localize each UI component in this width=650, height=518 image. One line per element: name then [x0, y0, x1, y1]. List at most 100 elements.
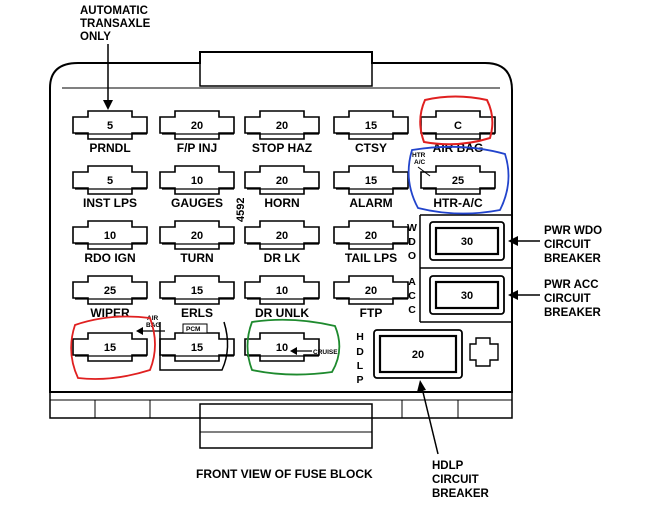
- fuse-label: PRNDL: [89, 141, 130, 155]
- pwr-wdo-line-3: BREAKER: [544, 253, 602, 265]
- pcm-marker-box: [182, 323, 208, 334]
- breaker-side-letter: C: [408, 290, 416, 302]
- fuse-label: HORN: [264, 196, 299, 210]
- breaker-side-letter: A: [408, 276, 416, 288]
- breaker-inner: [378, 334, 458, 374]
- breaker-rating: 20: [412, 349, 424, 361]
- green-highlight-dr-unlk: [246, 318, 341, 376]
- hdlp-breaker-line-2: CIRCUIT: [432, 474, 479, 486]
- fuse-body: [244, 275, 320, 305]
- fuse-body: [244, 220, 320, 250]
- automatic-transaxle-line-3: ONLY: [80, 31, 111, 43]
- blue-highlight-htr-ac: [407, 145, 510, 215]
- fuse-rating: 15: [365, 175, 377, 187]
- red-highlight-air-bag: [419, 95, 494, 146]
- fuse-rating: 20: [191, 120, 203, 132]
- fuse-rating: 20: [276, 230, 288, 242]
- hdlp-breaker-line-3: BREAKER: [432, 488, 490, 500]
- air-bag-arrow-head: [136, 327, 143, 335]
- relay-connector-body: [469, 337, 499, 367]
- fuse-body: [72, 275, 148, 305]
- pwr-wdo-line-1: PWR WDO: [544, 225, 602, 237]
- red-highlight-wiper-row: [70, 315, 156, 380]
- fuse-rating: 10: [276, 342, 288, 354]
- fuse-label: ALARM: [349, 196, 392, 210]
- breaker-side-letter: L: [357, 360, 364, 372]
- hdlp-arrow-line: [421, 387, 439, 455]
- fuse-label: F/P INJ: [177, 141, 217, 155]
- fuse-body: [420, 110, 496, 140]
- fuse-body: [159, 275, 235, 305]
- breaker-side-letter: D: [356, 346, 364, 358]
- cruise-arrow-head: [290, 347, 297, 355]
- fuse-body: [159, 165, 235, 195]
- fuse-rating: C: [454, 120, 462, 132]
- fuse-rating: 5: [107, 120, 113, 132]
- fuse: 20 DR LK: [244, 220, 320, 265]
- breaker-side-letter: W: [407, 222, 417, 234]
- fuse: 15: [159, 332, 235, 362]
- fuse-rating: 15: [365, 120, 377, 132]
- fuse-label: GAUGES: [171, 196, 223, 210]
- pwr-acc-line-3: BREAKER: [544, 307, 602, 319]
- fuse-rating: 15: [191, 285, 203, 297]
- pwr-wdo-arrow-head: [508, 236, 518, 246]
- diagram-caption: FRONT VIEW OF FUSE BLOCK: [196, 467, 373, 481]
- fuse-rating: 20: [276, 175, 288, 187]
- breaker-inner: [434, 226, 500, 256]
- fuse-label: TURN: [180, 251, 213, 265]
- black-bracket-erls: [159, 321, 229, 371]
- breaker-side-letter: O: [408, 250, 416, 262]
- breaker-side-letter: P: [356, 374, 363, 386]
- fuse-rating: 25: [104, 285, 116, 297]
- fuse-body: [72, 220, 148, 250]
- fuse-rating: 20: [276, 120, 288, 132]
- fuse-rating: 10: [104, 230, 116, 242]
- htr-ac-marker-line-1: HTR: [412, 152, 426, 159]
- fuse-body: [244, 110, 320, 140]
- fuse-body: [333, 110, 409, 140]
- fuse-body: [333, 275, 409, 305]
- fuse-body: [244, 332, 320, 362]
- fuse-rating: 5: [107, 175, 113, 187]
- fuse-label: INST LPS: [83, 196, 137, 210]
- bottom-strip: [49, 391, 513, 449]
- fuse-rating: 25: [452, 175, 464, 187]
- relay-connector: [469, 337, 499, 367]
- hdlp-arrow-head: [417, 380, 426, 392]
- fuse-rating: 15: [104, 342, 116, 354]
- htr-ac-marker-line-2: A/C: [414, 159, 426, 166]
- fuse-label: DR LK: [264, 251, 301, 265]
- hdlp-breaker-line-1: HDLP: [432, 460, 464, 472]
- fuse-rating: 20: [365, 230, 377, 242]
- top-tab: [199, 51, 373, 87]
- automatic-transaxle-line-1: AUTOMATIC: [80, 5, 148, 17]
- fuse-label: HTR-A/C: [433, 196, 483, 210]
- fuse-label: TAIL LPS: [345, 251, 397, 265]
- fuse-rating: 15: [191, 342, 203, 354]
- breaker-side-letter: H: [356, 331, 364, 343]
- automatic-transaxle-line-2: TRANSAXLE: [80, 18, 151, 30]
- fuse-rating: 20: [191, 230, 203, 242]
- breaker-side-letter: C: [408, 304, 416, 316]
- fuse-body: [333, 220, 409, 250]
- fuse-body: [244, 165, 320, 195]
- fuse-label: RDO IGN: [84, 251, 135, 265]
- fuse-body: [159, 110, 235, 140]
- pwr-acc-line-2: CIRCUIT: [544, 293, 591, 305]
- pwr-acc-arrow-head: [508, 290, 518, 300]
- fuse: 15: [72, 332, 148, 362]
- cruise-marker: CRUISE: [313, 349, 338, 356]
- htr-ac-arrow: [417, 166, 431, 177]
